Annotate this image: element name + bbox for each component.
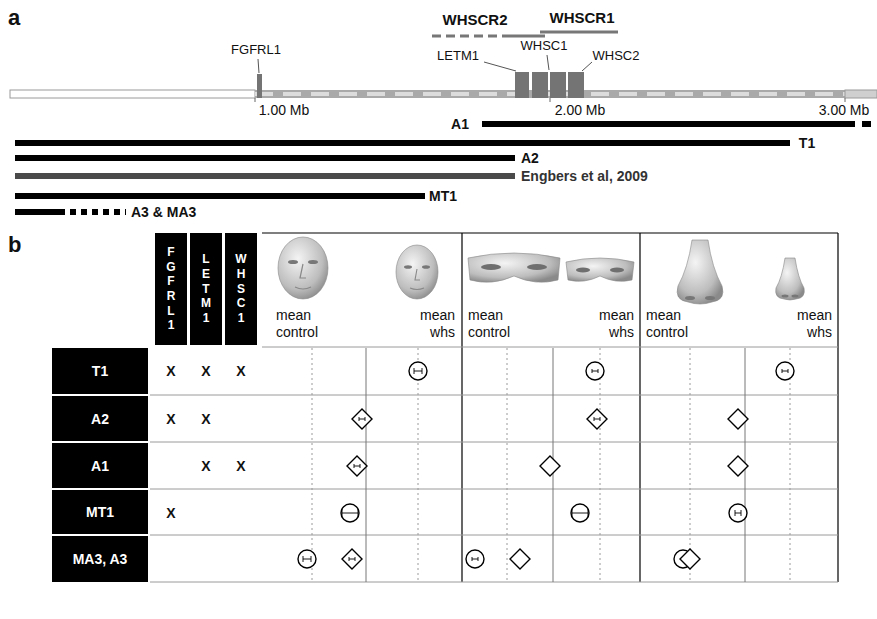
column-heading: mean whs [786, 307, 832, 341]
table-mark: X [236, 458, 245, 475]
row-header-cell: A1 [52, 443, 148, 488]
circle-markers [298, 362, 794, 568]
deletion-name: MT1 [429, 188, 457, 205]
column-heading: mean whs [409, 307, 455, 341]
gene-header-cell: LETM1 [190, 233, 222, 345]
gene-name: LETM1 [437, 48, 479, 64]
gene-name: WHSC1 [521, 38, 568, 54]
panel-letter: a [8, 5, 20, 31]
table-mark: X [166, 411, 175, 428]
column-heading: mean whs [588, 307, 634, 341]
region-name: WHSCR1 [549, 9, 614, 27]
panel-letter: b [8, 232, 21, 258]
table-grid [150, 233, 838, 582]
row-header-cell: T1 [52, 348, 148, 394]
cell-text: A1 [91, 458, 109, 474]
error-bars [303, 368, 788, 562]
chromosome-bar [10, 90, 877, 102]
region-name: WHSCR2 [442, 11, 507, 29]
cell-text: A2 [91, 411, 109, 427]
cell-text: FGFRL1 [165, 245, 177, 333]
row-header-cell: MA3, A3 [52, 536, 148, 582]
gene-header-cell: WHSC1 [225, 233, 257, 345]
deletion-name: A3 & MA3 [131, 204, 196, 221]
row-header-cell: MT1 [52, 490, 148, 534]
gene-header-cell: FGFRL1 [155, 233, 187, 345]
deletion-name: A1 [451, 116, 469, 133]
table-mark: X [201, 363, 210, 380]
gene-boxes [257, 72, 584, 98]
deletion-name: T1 [799, 135, 815, 152]
leader-lines [258, 55, 592, 73]
face-illustrations [278, 237, 438, 299]
column-heading: mean control [468, 307, 528, 341]
eye-illustrations [468, 253, 634, 282]
scale-mark: 3.00 Mb [819, 102, 870, 119]
table-mark: X [236, 363, 245, 380]
table-mark: X [166, 363, 175, 380]
cell-text: MT1 [86, 504, 114, 520]
row-header-cell: A2 [52, 396, 148, 441]
column-heading: mean control [646, 307, 706, 341]
scale-mark: 2.00 Mb [555, 102, 606, 119]
deletion-bars [15, 121, 871, 215]
column-heading: mean control [276, 307, 336, 341]
reference-label: Engbers et al, 2009 [521, 168, 648, 185]
cell-text: LETM1 [200, 252, 212, 325]
nose-illustrations [677, 240, 804, 304]
gene-name: WHSC2 [593, 48, 640, 64]
scale-mark: 1.00 Mb [259, 102, 310, 119]
gene-name: FGFRL1 [231, 42, 281, 58]
table-mark: X [201, 458, 210, 475]
table-mark: X [166, 505, 175, 522]
deletion-name: A2 [521, 150, 539, 167]
cell-text: T1 [92, 363, 108, 379]
cell-text: WHSC1 [235, 252, 247, 325]
table-mark: X [201, 411, 210, 428]
critical-region-lines [432, 32, 618, 36]
diamond-markers [342, 409, 748, 569]
cell-text: MA3, A3 [73, 551, 128, 567]
